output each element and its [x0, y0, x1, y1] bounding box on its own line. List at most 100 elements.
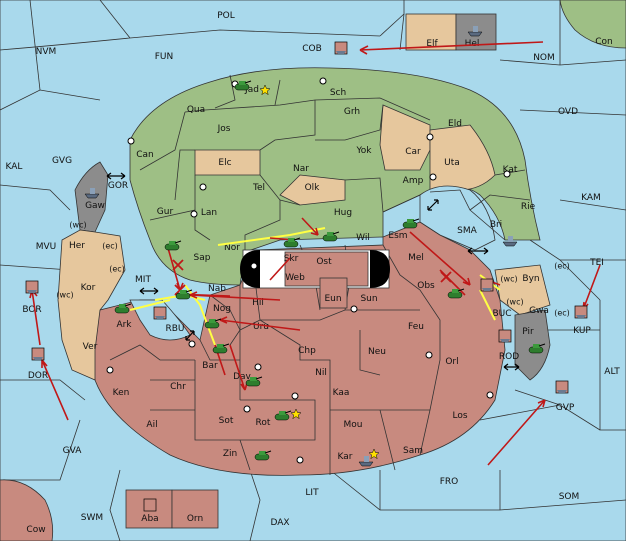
army-icon: [234, 80, 252, 91]
central-lake: [240, 249, 390, 309]
label-Qua: Qua: [187, 105, 205, 115]
label-Mel: Mel: [408, 253, 424, 263]
label-Ver: Ver: [83, 342, 98, 352]
label-Amp: Amp: [403, 176, 424, 186]
label-Gaw: Gaw: [85, 201, 105, 211]
fleet-icon: [25, 280, 39, 294]
star-markers: [259, 84, 380, 460]
fleet-icon: [358, 456, 374, 467]
fleet-icon: [84, 188, 100, 199]
label-Eld: Eld: [448, 119, 462, 129]
label-Web: Web: [285, 273, 305, 283]
label-SOM: SOM: [559, 492, 580, 502]
label-OVD: OVD: [558, 107, 578, 117]
label-Con: Con: [595, 37, 613, 47]
label-Neu: Neu: [368, 347, 386, 357]
label-Feu: Feu: [408, 322, 424, 332]
continent: [57, 67, 551, 476]
label-Lan: Lan: [201, 208, 217, 218]
label-DAX: DAX: [270, 518, 289, 528]
supply-center: [429, 173, 437, 181]
label-Ken: Ken: [113, 388, 130, 398]
coast-label-ec-her: (ec): [102, 242, 118, 251]
label-Yok: Yok: [355, 146, 372, 156]
label-Byn: Byn: [522, 274, 539, 284]
label-Nog: Nog: [213, 304, 231, 314]
label-Grh: Grh: [344, 107, 360, 117]
label-Kar: Kar: [338, 452, 353, 462]
army-icon: [283, 237, 301, 248]
fleet-icon: [31, 347, 45, 361]
supply-center: [254, 363, 262, 371]
label-Sap: Sap: [194, 253, 211, 263]
label-GVA: GVA: [63, 446, 83, 456]
label-NVM: NVM: [36, 47, 57, 57]
label-Zin: Zin: [223, 449, 237, 459]
army-units: [114, 80, 546, 461]
army-icon: [447, 288, 465, 299]
supply-center: [425, 351, 433, 359]
label-COB: COB: [302, 44, 322, 54]
label-Bar: Bar: [202, 361, 218, 371]
label-Jos: Jos: [217, 124, 231, 134]
label-BOR: BOR: [22, 305, 41, 315]
supply-center: [426, 133, 434, 141]
label-Jad: Jad: [244, 85, 259, 95]
label-Sam: Sam: [403, 446, 423, 456]
fleet-icon: [555, 380, 569, 394]
army-icon: [528, 343, 546, 354]
supply-center: [350, 305, 358, 313]
label-Dav: Dav: [233, 372, 251, 382]
supply-center: [486, 391, 494, 399]
supply-center: [503, 170, 511, 178]
label-SWM: SWM: [81, 513, 103, 523]
supply-center: [127, 137, 135, 145]
supply-center: [190, 210, 198, 218]
label-Kat: Kat: [503, 165, 518, 175]
label-Nar: Nar: [293, 164, 309, 174]
label-Mou: Mou: [344, 420, 363, 430]
label-KUP: KUP: [573, 326, 591, 336]
label-Hil: Hil: [252, 298, 264, 308]
label-POL: POL: [217, 11, 235, 21]
label-Gur: Gur: [157, 207, 174, 217]
supply-center: [106, 366, 114, 374]
fleet-icon: [498, 329, 512, 343]
label-Eun: Eun: [324, 294, 341, 304]
label-Ail: Ail: [146, 420, 157, 430]
label-Obs: Obs: [417, 281, 435, 291]
label-Bri: Bri: [490, 220, 502, 230]
supply-center: [319, 77, 327, 85]
label-Sch: Sch: [330, 88, 346, 98]
label-BUC: BUC: [492, 309, 511, 319]
label-Olk: Olk: [305, 183, 321, 193]
province-labels: POL NVM FUN COB Elf Hel Con NOM OVD KAL …: [6, 11, 621, 535]
label-Uru: Uru: [253, 322, 269, 332]
label-DOR: DOR: [28, 371, 48, 381]
fleet-icon: [143, 498, 157, 512]
label-Rie: Rie: [521, 202, 536, 212]
label-ALT: ALT: [604, 367, 620, 377]
label-Cow: Cow: [26, 525, 45, 535]
supply-center: [188, 340, 196, 348]
coast-label-ec-byn: (ec): [554, 262, 570, 271]
label-Tel: Tel: [252, 183, 265, 193]
label-GOR: GOR: [108, 181, 128, 191]
label-ROD: ROD: [499, 352, 519, 362]
label-Nab: Nab: [208, 284, 226, 294]
label-Nor: Nor: [224, 243, 240, 253]
label-FRO: FRO: [440, 477, 459, 487]
supply-center: [296, 456, 304, 464]
label-Orn: Orn: [187, 514, 203, 524]
army-icon: [254, 450, 272, 461]
fleet-icon: [334, 41, 348, 55]
fleet-icon: [502, 236, 518, 247]
army-icon: [274, 410, 292, 421]
label-KAM: KAM: [581, 193, 601, 203]
label-RBU: RBU: [165, 324, 184, 334]
army-icon: [322, 231, 340, 242]
supply-center: [199, 183, 207, 191]
label-Pir: Pir: [522, 327, 534, 337]
supply-center: [243, 405, 251, 413]
